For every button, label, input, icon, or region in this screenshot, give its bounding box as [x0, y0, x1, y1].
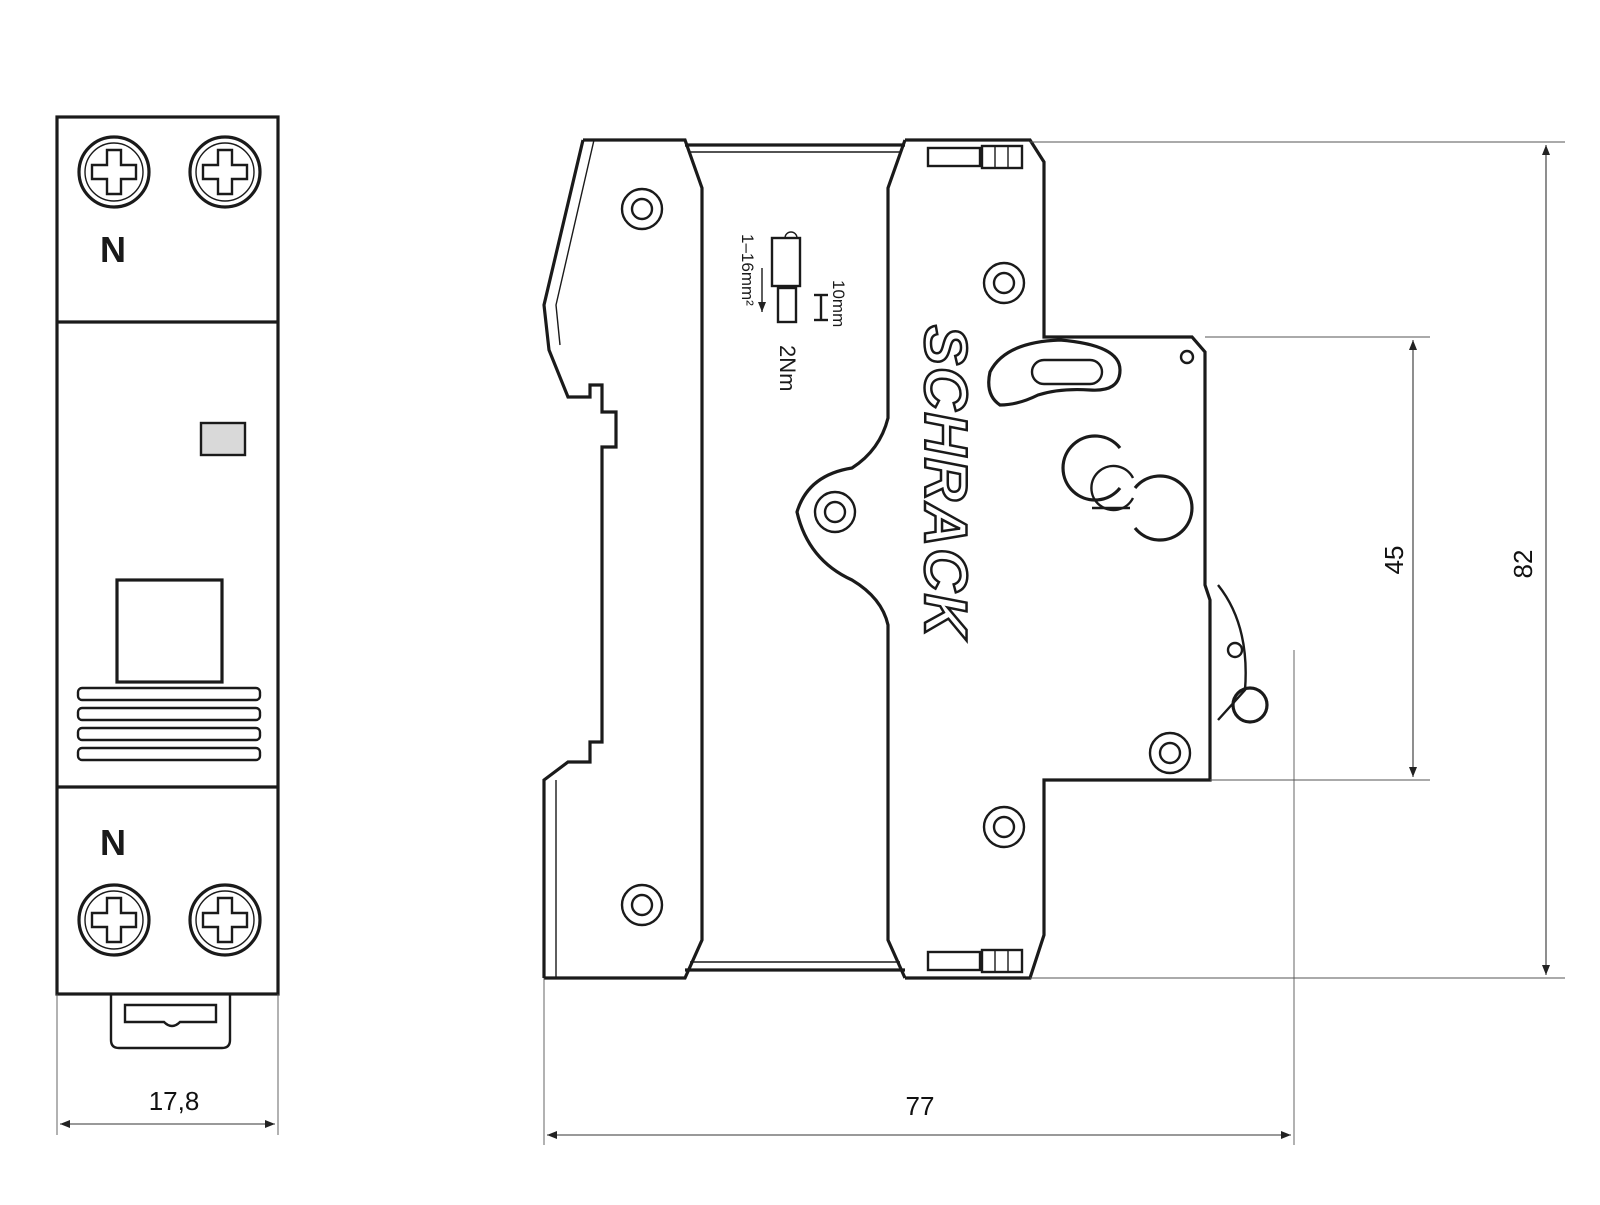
strip-length-label: 10mm — [829, 280, 848, 327]
front-height-dimension-value: 45 — [1379, 546, 1409, 575]
ce-mark-e — [1133, 474, 1194, 542]
brand-logo-text: SCHRACK — [912, 325, 979, 641]
din-clip[interactable] — [109, 994, 232, 1050]
top-terminal-screw-right — [188, 135, 262, 209]
side-view: SCHRACK 10mm 1–16mm² 2Nm 82 45 77 — [542, 138, 1565, 1145]
bottom-terminal-label: N — [100, 822, 126, 863]
body-rear-section — [544, 138, 704, 980]
test-slot — [987, 338, 1122, 407]
torque-label: 2Nm — [775, 345, 800, 391]
toggle-knob[interactable] — [1231, 686, 1269, 724]
top-terminal-screw-left — [77, 135, 151, 209]
top-terminal-label: N — [100, 229, 126, 270]
conductor-range-label: 1–16mm² — [738, 234, 757, 306]
front-view: N N 17,8 — [55, 115, 280, 1135]
terminal-info: 10mm 1–16mm² 2Nm — [738, 231, 848, 391]
din-rail-clip — [542, 139, 618, 978]
toggle-lever[interactable] — [115, 578, 224, 684]
status-indicator-window — [199, 421, 247, 457]
ce-mark-c — [1061, 434, 1122, 502]
width-dimension-value: 17,8 — [149, 1086, 200, 1116]
body-front-section — [905, 138, 1212, 980]
body-mid-section — [795, 139, 907, 979]
front-housing — [55, 115, 280, 996]
height-dimension-value: 82 — [1508, 550, 1538, 579]
bottom-terminal-screw-right — [188, 883, 262, 957]
bottom-terminal-screw-left — [77, 883, 151, 957]
depth-dimension-value: 77 — [906, 1091, 935, 1121]
